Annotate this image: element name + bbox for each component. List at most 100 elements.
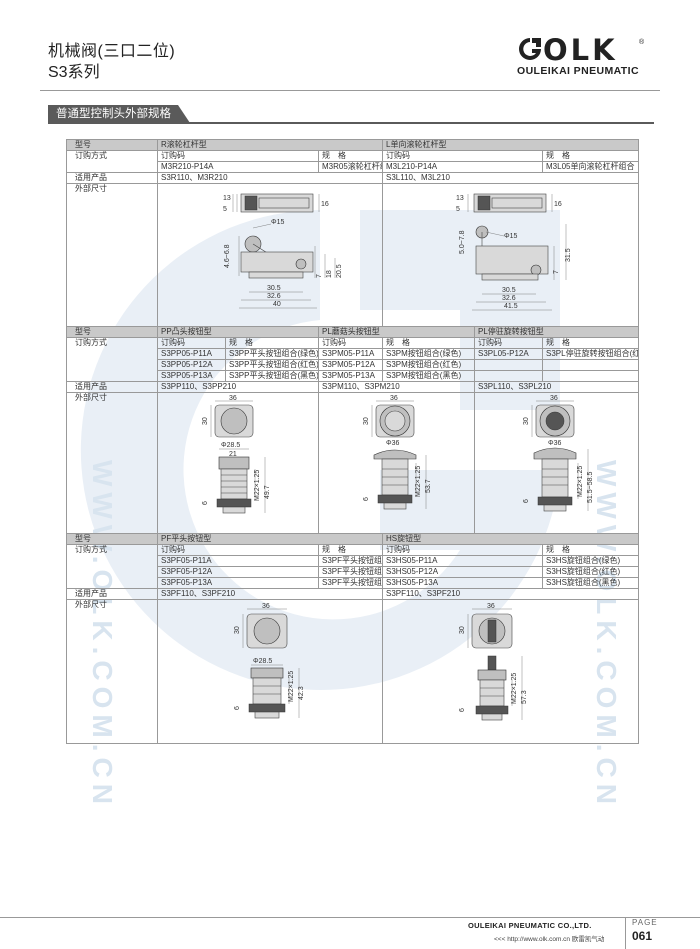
drawing-l-lever: 13 5 16 Φ15 5.0~7.8 7 31.5 30.5 32.6 41.… [382,183,639,327]
type-name-pl: PL停驻旋转按钮型 [474,326,639,338]
col-spec-header: 规 格 [318,150,383,162]
table-row: 型号 PP凸头按钮型 PL蘑菇头按钮型 PL停驻旋转按钮型 [66,326,639,338]
cell-label-dim: 外部尺寸 [66,599,158,744]
order-spec: S3PL停驻旋转按钮组合(红色) [542,348,639,360]
table-row: 订购方式 订购码 规 格 订购码 规 格 [66,544,639,589]
svg-text:30: 30 [363,417,370,425]
cell-label-order: 订购方式 [66,544,158,589]
svg-text:30.5: 30.5 [502,287,516,294]
order-code: S3PF05-P11A [157,555,319,567]
svg-text:21: 21 [229,451,237,458]
order-spec: S3PP平头按钮组合(绿色) [225,348,319,360]
order-spec: S3PF平头按钮组合(黑色) [318,577,383,589]
empty-cell [542,359,639,371]
svg-text:30: 30 [523,417,530,425]
footer-divider [0,917,700,918]
table-row: S3PF05-P11A S3PF平头按钮组合(绿色) S3HS05-P11A S… [67,555,639,567]
section-divider [48,122,654,124]
svg-text:32.6: 32.6 [502,295,516,302]
col-spec-header: 规 格 [542,337,639,349]
empty-cell [474,359,543,371]
drawing-pl-button: 36 30 Φ36 M22×1.25 51.5~58.5 6 [474,392,639,534]
drawing-pf-button: 36 30 Φ28.5 M22×1.25 42.3 6 [157,599,383,744]
order-code: S3PP05-P11A [157,348,226,360]
order-code: S3PP05-P13A [157,370,226,382]
empty-cell [542,370,639,382]
svg-text:5: 5 [456,206,460,213]
page-number: 061 [632,929,653,943]
type-name-pm: PL蘑菇头按钮型 [318,326,475,338]
svg-text:5.0~7.8: 5.0~7.8 [459,230,466,254]
svg-text:36: 36 [390,395,398,402]
table-row: 适用产品 S3PP110、S3PP210 S3PM110、S3PM210 S3P… [66,381,639,393]
apply-products: S3PM110、S3PM210 [318,381,475,393]
pl-button-drawing: 36 30 Φ36 M22×1.25 51.5~58.5 6 [523,395,594,512]
svg-text:40: 40 [273,301,281,308]
svg-text:6: 6 [363,497,370,501]
order-spec: M3R05滚轮杠杆组合 [318,161,383,173]
order-spec: S3HS旋钮组合(黑色) [542,577,639,589]
order-code: S3PM05-P13A [318,370,383,382]
brand-logo: OLK ® OULEIKAI PNEUMATIC [517,33,647,79]
svg-text:13: 13 [223,195,231,202]
order-code: M3R210-P14A [157,161,319,173]
order-code: S3PF05-P13A [157,577,319,589]
svg-text:M22×1.25: M22×1.25 [254,470,261,501]
svg-text:6: 6 [234,706,241,710]
hs-knob-drawing: 36 30 M22×1.25 57.3 6 [459,603,528,721]
header-divider [40,90,660,91]
series-title: S3系列 [48,64,100,81]
order-spec: S3PM按钮组合(红色) [382,359,475,371]
footer-company: OULEIKAI PNEUMATIC CO.,LTD. [468,921,592,930]
table-row: 外部尺寸 36 30 Φ28.5 21 M22×1.25 49.7 6 [66,392,639,534]
apply-products: S3R110、M3R210 [157,172,383,184]
col-code-header: 订购码 [157,337,226,349]
svg-text:41.5: 41.5 [504,303,518,310]
col-code-header: 订购码 [157,150,319,162]
table-row: S3PP05-P13A S3PP平头按钮组合(黑色) S3PM05-P13A S… [67,370,639,382]
table-row: 型号 PF平头按钮型 HS旋钮型 [66,533,639,545]
logo-mark-icon [519,38,541,60]
order-code: S3PM05-P12A [318,359,383,371]
table-row: 外部尺寸 13 5 16 Φ15 4.6~6 [66,183,639,327]
svg-text:30: 30 [459,626,466,634]
svg-text:Φ36: Φ36 [548,440,561,447]
table-row: 型号 R滚轮杠杆型 L单向滚轮杠杆型 [66,139,639,151]
col-spec-header: 规 格 [318,544,383,556]
footer-website[interactable]: <<< http://www.olk.com.cn 欧雷凯气动 [494,936,605,943]
col-code-header: 订购码 [157,544,319,556]
svg-text:Φ28.5: Φ28.5 [253,658,272,665]
col-spec-header: 规 格 [225,337,319,349]
order-spec: S3PF平头按钮组合(红色) [318,566,383,578]
svg-text:4.6~6.8: 4.6~6.8 [224,244,231,268]
cell-label-model: 型号 [66,326,158,338]
l-lever-drawing: 13 5 16 Φ15 5.0~7.8 7 31.5 30.5 32.6 41.… [456,193,572,311]
page-title: 机械阀(三口二位) [48,43,176,60]
order-code: S3HS05-P13A [382,577,543,589]
svg-text:6: 6 [459,708,466,712]
svg-text:13: 13 [456,195,464,202]
svg-text:5: 5 [223,206,227,213]
svg-text:16: 16 [554,201,562,208]
order-code: M3L210-P14A [382,161,543,173]
apply-products: S3PL110、S3PL210 [474,381,639,393]
svg-text:36: 36 [262,603,270,610]
svg-text:20.5: 20.5 [336,264,343,278]
order-spec: S3PM按钮组合(黑色) [382,370,475,382]
svg-text:36: 36 [550,395,558,402]
apply-products: S3L110、M3L210 [382,172,639,184]
col-spec-header: 规 格 [542,544,639,556]
cell-label-model: 型号 [66,533,158,545]
spec-table: 型号 R滚轮杠杆型 L单向滚轮杠杆型 订购方式 订购码 规 格 订购码 规 格 … [66,139,639,744]
r-lever-drawing: 13 5 16 Φ15 4.6~6.8 7 18 20.5 30.5 [223,193,343,309]
svg-text:30: 30 [202,417,209,425]
table-row: 订购方式 订购码 规 格 订购码 规 格 订购码 规 格 [66,337,639,382]
table-row: 适用产品 S3PF110、S3PF210 S3PF110、S3PF210 [66,588,639,600]
col-spec-header: 规 格 [382,337,475,349]
svg-text:18: 18 [326,270,333,278]
cell-label-apply: 适用产品 [66,172,158,184]
order-spec: S3HS旋钮组合(红色) [542,566,639,578]
table-row: 订购方式 订购码 规 格 订购码 规 格 [66,150,639,173]
drawing-r-lever: 13 5 16 Φ15 4.6~6.8 7 18 20.5 30.5 [157,183,383,327]
table-row: 适用产品 S3R110、M3R210 S3L110、M3L210 [66,172,639,184]
